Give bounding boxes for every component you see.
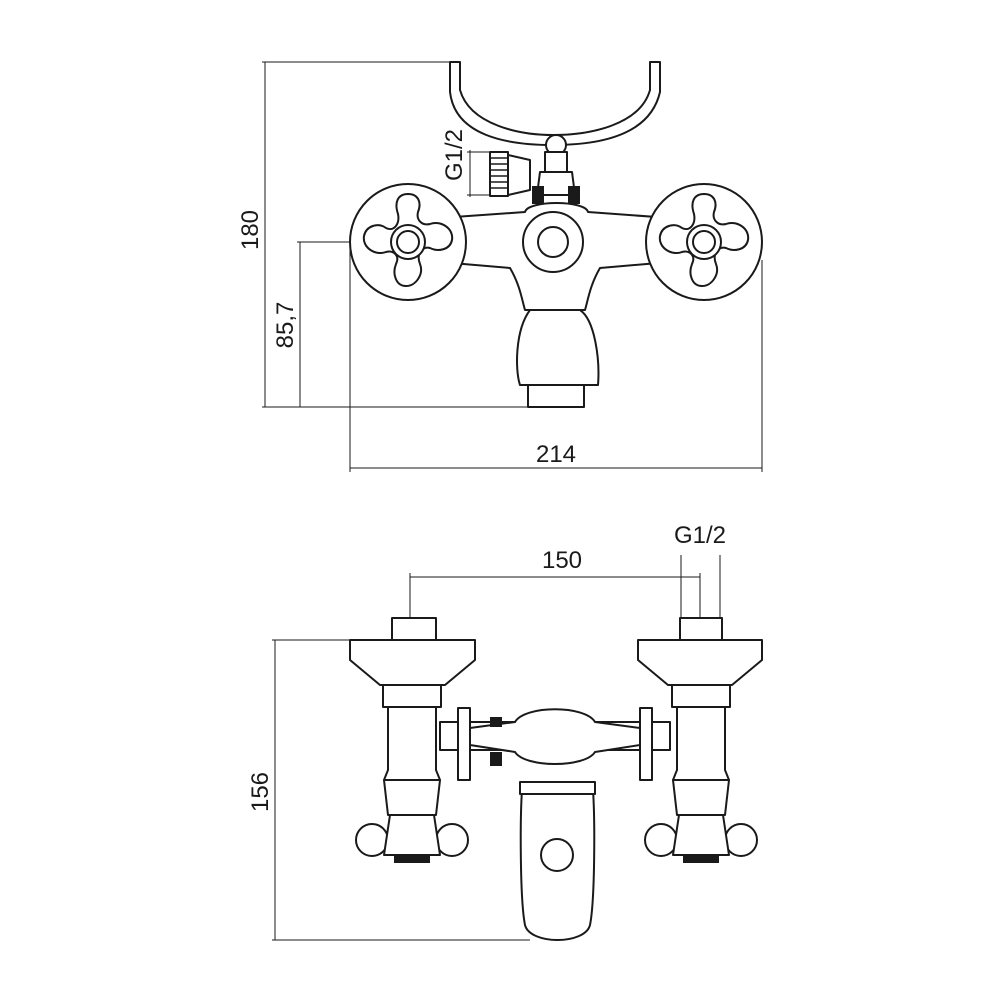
right-valve	[637, 617, 763, 863]
front-view: 180 85,7 214 G1/2	[237, 61, 763, 472]
diverter	[532, 134, 580, 204]
dimension-label-85-7: 85,7	[272, 302, 299, 349]
dimension-height-spout: 85,7	[272, 241, 400, 407]
left-handle	[349, 183, 467, 301]
dimension-thread-front: G1/2	[441, 129, 531, 197]
dimension-height-total: 180	[237, 61, 530, 408]
left-valve	[349, 617, 476, 863]
dimension-thread-top: G1/2	[674, 522, 726, 620]
dimension-label-156: 156	[247, 772, 274, 812]
shower-holder	[449, 61, 661, 146]
dimension-label-214: 214	[536, 441, 576, 468]
dimension-center-distance: 150	[409, 547, 701, 660]
dimension-label-150: 150	[542, 547, 582, 574]
right-handle	[645, 183, 763, 301]
dimension-depth-total: 156	[247, 639, 530, 941]
thread-label-top: G1/2	[674, 522, 726, 549]
thread-label-front: G1/2	[441, 129, 468, 181]
dimension-label-180: 180	[237, 210, 264, 250]
connection-bar	[439, 707, 671, 781]
dimension-width-total: 214	[349, 245, 763, 472]
top-view: 150 G1/2 156	[247, 522, 763, 941]
spout	[516, 309, 600, 386]
